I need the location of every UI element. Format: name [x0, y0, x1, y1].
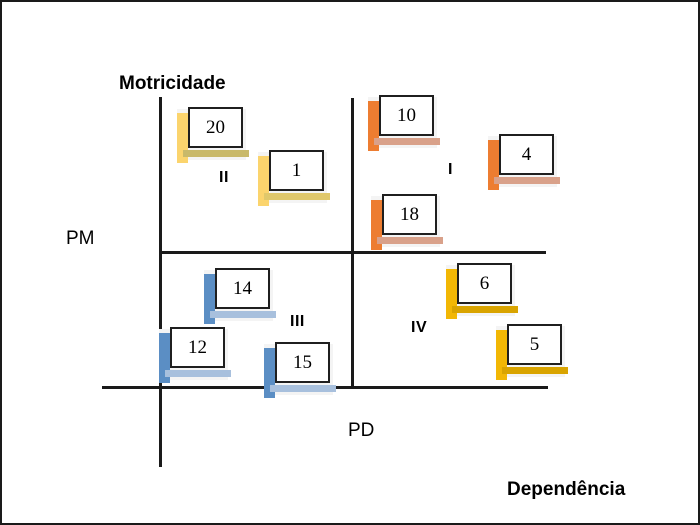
node-label: 1 — [291, 160, 302, 181]
node-box-4[interactable]: 4 — [488, 134, 560, 190]
y-axis-short-label: PM — [66, 228, 95, 249]
node-box-14[interactable]: 14 — [204, 268, 276, 324]
node-shadow-bottom — [494, 177, 560, 184]
node-face: 6 — [457, 263, 512, 304]
node-shadow-left — [177, 113, 188, 163]
node-label: 18 — [400, 204, 419, 225]
node-shadow-bottom — [183, 150, 249, 157]
node-box-5[interactable]: 5 — [496, 324, 568, 380]
node-box-10[interactable]: 10 — [368, 95, 440, 151]
node-face: 14 — [215, 268, 270, 309]
node-face: 5 — [507, 324, 562, 365]
node-shadow-left — [446, 269, 457, 319]
node-label: 12 — [188, 337, 207, 358]
x-axis-title: Dependência — [507, 479, 626, 500]
node-face: 20 — [188, 107, 243, 148]
node-shadow-left — [264, 348, 275, 398]
node-label: 15 — [293, 352, 312, 373]
node-shadow-left — [258, 156, 269, 206]
node-shadow-bottom — [502, 367, 568, 374]
node-face: 1 — [269, 150, 324, 191]
node-face: 10 — [379, 95, 434, 136]
node-shadow-bottom — [377, 237, 443, 244]
x-axis-short-label: PD — [348, 420, 375, 441]
node-label: 4 — [521, 144, 532, 165]
y-axis-line — [159, 97, 162, 467]
y-axis-title: Motricidade — [119, 73, 226, 94]
node-shadow-left — [159, 333, 170, 383]
quadrant-label-iv: IV — [411, 319, 428, 336]
node-shadow-bottom — [264, 193, 330, 200]
node-box-1[interactable]: 1 — [258, 150, 330, 206]
quadrant-label-ii: II — [219, 169, 229, 186]
node-label: 10 — [397, 105, 416, 126]
node-face: 15 — [275, 342, 330, 383]
node-shadow-bottom — [165, 370, 231, 377]
node-label: 5 — [529, 334, 540, 355]
quadrant-label-i: I — [448, 161, 453, 178]
quadrant-divider-horizontal — [159, 251, 546, 254]
node-face: 4 — [499, 134, 554, 175]
node-shadow-left — [368, 101, 379, 151]
node-box-18[interactable]: 18 — [371, 194, 443, 250]
node-box-15[interactable]: 15 — [264, 342, 336, 398]
node-shadow-left — [496, 330, 507, 380]
node-shadow-bottom — [374, 138, 440, 145]
node-shadow-bottom — [210, 311, 276, 318]
node-label: 6 — [479, 273, 490, 294]
node-shadow-left — [204, 274, 215, 324]
node-label: 20 — [206, 117, 225, 138]
node-shadow-bottom — [270, 385, 336, 392]
node-face: 12 — [170, 327, 225, 368]
node-face: 18 — [382, 194, 437, 235]
node-shadow-left — [488, 140, 499, 190]
node-shadow-bottom — [452, 306, 518, 313]
node-shadow-left — [371, 200, 382, 250]
quadrant-divider-vertical — [351, 98, 354, 388]
quadrant-label-iii: III — [290, 313, 305, 330]
node-box-20[interactable]: 20 — [177, 107, 249, 163]
node-box-12[interactable]: 12 — [159, 327, 231, 383]
node-label: 14 — [233, 278, 252, 299]
node-box-6[interactable]: 6 — [446, 263, 518, 319]
